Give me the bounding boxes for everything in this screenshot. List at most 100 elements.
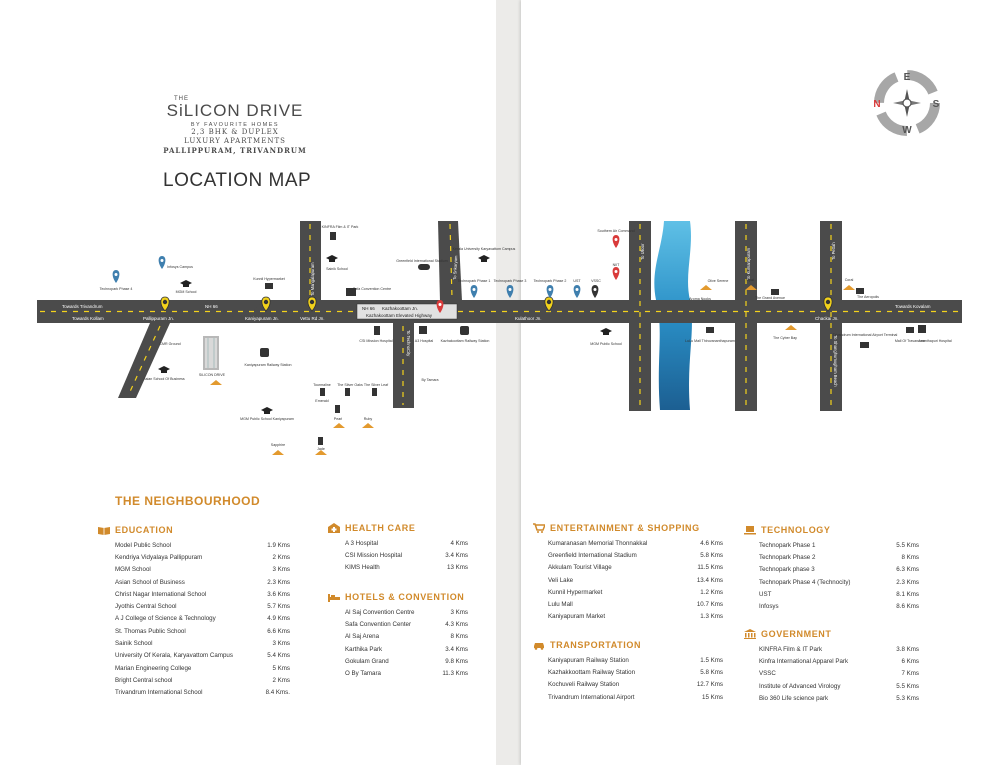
entertainment-item-name: Kunnil Hypermarket	[548, 588, 603, 596]
education-item-distance: 6.6 Kms	[267, 627, 290, 635]
label-place: Opal	[746, 278, 754, 282]
label-place: MGM Public School	[590, 342, 622, 346]
favourite-logo-icon	[362, 423, 374, 428]
education-item: University Of Kerala, Karyavattom Campus…	[115, 650, 290, 662]
health-item-distance: 4 Kms	[450, 539, 468, 547]
entertainment-item-name: Veli Lake	[548, 576, 574, 584]
entertainment-item-name: Lulu Mall	[548, 601, 573, 609]
label-pallippuram: Pallippuram Jn.	[143, 316, 174, 321]
label-place: NIIT	[613, 263, 621, 267]
transportation-title: TRANSPORTATION	[550, 640, 642, 650]
education-item-distance: 8.4 Kms.	[265, 689, 290, 697]
technology-item-name: Technopark phase 3	[759, 566, 815, 574]
health-item-distance: 13 Kms	[447, 564, 468, 572]
brand-by-line: BY FAVOURITE HOMES	[190, 122, 280, 128]
technology-item-name: Technopark Phase 2	[759, 553, 816, 561]
favourite-logo-icon	[315, 450, 327, 455]
hotels-item-name: Al Saj Arena	[345, 633, 380, 641]
label-pettah: To Pettah	[831, 242, 836, 260]
technology-item-name: Infosys	[759, 603, 779, 611]
label-nh66: NH 66	[205, 304, 218, 309]
health-item-name: KIMS Health	[345, 564, 380, 572]
label-place: CMR Ground	[159, 342, 180, 346]
pin-chackai	[823, 296, 833, 312]
label-technocity: To TechnoCity	[406, 330, 411, 357]
government-item-name: Kinfra International Apparel Park	[759, 657, 849, 665]
page-title: LOCATION MAP	[163, 170, 312, 191]
brand-name: SiLICON DRIVE	[166, 101, 304, 120]
building-icon	[374, 326, 380, 335]
label-place: Aroma Nooks	[689, 297, 711, 301]
building-icon	[346, 288, 356, 296]
favourite-logo-icon	[700, 285, 712, 290]
label-trivandrum: Towards Trivandrum	[62, 304, 103, 309]
label-kumarapuram: To Kumarapuram	[746, 247, 751, 280]
pin-vssc	[591, 285, 599, 298]
label-place: MGM Public School Kaniyapuram	[240, 417, 294, 421]
cart-icon	[533, 523, 545, 533]
education-item-distance: 5.4 Kms	[267, 652, 290, 660]
technology-item-distance: 5.5 Kms	[896, 541, 919, 549]
brand-the: THE	[174, 96, 189, 102]
label-place: Coral	[845, 278, 854, 282]
label-place: MGM School	[176, 290, 197, 294]
education-item-name: St. Thomas Public School	[115, 627, 186, 635]
brand-line-3: PALLIPPURAM, TRIVANDRUM	[163, 146, 307, 155]
education-item-distance: 2 Kms	[272, 676, 290, 684]
technology-item-distance: 6.3 Kms	[896, 566, 919, 574]
label-place: Safa Convention Centre	[353, 287, 391, 291]
label-place: Technopark Phase 1	[458, 279, 491, 283]
label-nh66-box: NH 66	[362, 306, 375, 311]
graduation-cap-icon	[326, 255, 338, 262]
label-place: By Tamara	[421, 378, 438, 382]
label-place: The Cyber Bay	[773, 336, 797, 340]
entertainment-item-distance: 10.7 Kms	[696, 601, 723, 609]
entertainment-item-name: Greenfield International Stadium	[548, 551, 637, 559]
technology-item-name: UST	[759, 590, 772, 598]
education-item: St. Thomas Public School 6.6 Kms	[115, 625, 290, 637]
education-item-distance: 3 Kms	[272, 566, 290, 574]
label-place: A3 Hospital	[415, 339, 434, 343]
favourite-logo-icon	[333, 423, 345, 428]
label-place: The Aeropolis	[857, 295, 879, 299]
education-item-distance: 2.3 Kms	[267, 578, 290, 586]
education-header: EDUCATION	[98, 524, 290, 536]
health-header: HEALTH CARE	[328, 522, 468, 534]
label-place: Pearl	[334, 417, 343, 421]
government-title: GOVERNMENT	[761, 629, 832, 639]
entertainment-item: Kumaranasan Memorial Thonnakkal 4.6 Kms	[548, 537, 723, 549]
entertainment-item-name: Kumaranasan Memorial Thonnakkal	[548, 539, 648, 547]
education-item-name: Bright Central school	[115, 676, 173, 684]
label-place: Kaniyapuram Railway Station	[245, 363, 292, 367]
education-item-name: Marian Engineering College	[115, 664, 192, 672]
entertainment-item-distance: 4.6 Kms	[700, 539, 723, 547]
hotels-item-name: O By Tamara	[345, 670, 381, 678]
label-place: Technopark Phase 2	[534, 279, 567, 283]
book-icon	[98, 527, 110, 535]
label-place: The Grand Avenue	[755, 296, 785, 300]
label-kollam: Towards Kollam	[72, 316, 104, 321]
building-icon	[856, 288, 864, 294]
label-kazhakoottam: Kazhakoottam Jn.	[382, 306, 418, 311]
building-icon	[320, 388, 325, 396]
education-item-name: Kendriya Vidyalaya Pallippuram	[115, 553, 203, 561]
label-place: Trivandrum International Airport Termina…	[833, 333, 898, 337]
cart-icon	[906, 327, 914, 333]
label-place: CSI Mission Hospital	[359, 339, 392, 343]
hotels-header: HOTELS & CONVENTION	[328, 591, 468, 603]
brand-logo: THE SiLICON DRIVE BY FAVOURITE HOMES 2,3…	[160, 96, 310, 155]
brand-line-2: LUXURY APARTMENTS	[184, 137, 286, 145]
health-item: KIMS Health 13 Kms	[345, 562, 468, 574]
label-place: Tourmaline	[313, 383, 331, 387]
technology-item-name: Technopark Phase 1	[759, 541, 816, 549]
